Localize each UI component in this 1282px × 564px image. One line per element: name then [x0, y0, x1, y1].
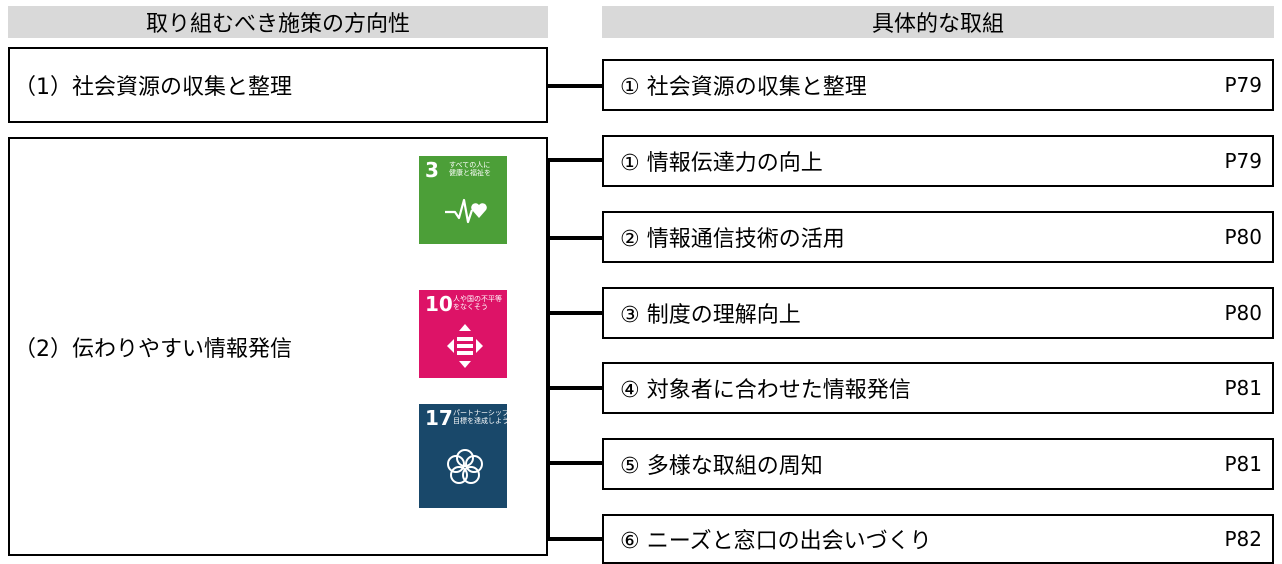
sdg-goal-10-icon: 10 人や国の不平等 をなくそう	[419, 290, 507, 378]
partnership-rings-icon	[447, 449, 483, 484]
page-reference: P79	[1224, 149, 1262, 173]
heartbeat-icon	[445, 198, 487, 224]
sdg-number: 10	[425, 292, 453, 316]
sdg-caption: パートナーシップで 目標を達成しよう	[453, 409, 516, 426]
action-label: ① 社会資源の収集と整理	[620, 75, 867, 100]
page-reference: P80	[1224, 225, 1262, 249]
connector-line-6	[548, 461, 602, 465]
action-box: ② 情報通信技術の活用 P80	[602, 211, 1274, 263]
direction-label: （2）伝わりやすい情報発信	[14, 336, 292, 362]
action-label: ③ 制度の理解向上	[620, 303, 801, 328]
page-reference: P82	[1224, 527, 1262, 551]
connector-line-3	[548, 236, 602, 240]
page-reference: P81	[1224, 376, 1262, 400]
sdg-number: 17	[425, 406, 453, 430]
sdg-caption: すべての人に 健康と福祉を	[449, 161, 491, 178]
action-box: ④ 対象者に合わせた情報発信 P81	[602, 362, 1274, 414]
direction-box-1: （1）社会資源の収集と整理	[8, 47, 548, 123]
header-actions-label: 具体的な取組	[871, 12, 1004, 37]
action-box: ⑥ ニーズと窓口の出会いづくり P82	[602, 514, 1274, 564]
page-reference: P81	[1224, 452, 1262, 476]
action-box: ⑤ 多様な取組の周知 P81	[602, 438, 1274, 490]
header-directions-label: 取り組むべき施策の方向性	[145, 12, 410, 37]
direction-label: （1）社会資源の収集と整理	[14, 75, 292, 100]
connector-line-7	[548, 537, 602, 541]
sdg-caption: 人や国の不平等 をなくそう	[453, 295, 502, 312]
page-reference: P80	[1224, 301, 1262, 325]
sdg-goal-3-icon: 3 すべての人に 健康と福祉を	[419, 156, 507, 244]
sdg-number: 3	[425, 158, 439, 182]
connector-line-1	[548, 84, 602, 88]
action-label: ② 情報通信技術の活用	[620, 227, 845, 252]
header-directions: 取り組むべき施策の方向性	[8, 6, 548, 38]
action-label: ⑤ 多様な取組の周知	[620, 454, 823, 479]
header-actions: 具体的な取組	[602, 6, 1274, 38]
page-reference: P79	[1224, 73, 1262, 97]
action-label: ① 情報伝達力の向上	[620, 151, 823, 176]
action-label: ⑥ ニーズと窓口の出会いづくり	[620, 529, 932, 554]
action-box: ① 情報伝達力の向上 P79	[602, 135, 1274, 187]
connector-trunk	[547, 160, 550, 540]
action-box: ③ 制度の理解向上 P80	[602, 287, 1274, 339]
connector-line-5	[548, 386, 602, 390]
action-label: ④ 対象者に合わせた情報発信	[620, 378, 911, 403]
action-box: ① 社会資源の収集と整理 P79	[602, 59, 1274, 111]
connector-line-2	[548, 158, 602, 162]
connector-line-4	[548, 311, 602, 315]
sdg-goal-17-icon: 17 パートナーシップで 目標を達成しよう	[419, 404, 516, 508]
equality-arrows-icon	[447, 324, 483, 368]
